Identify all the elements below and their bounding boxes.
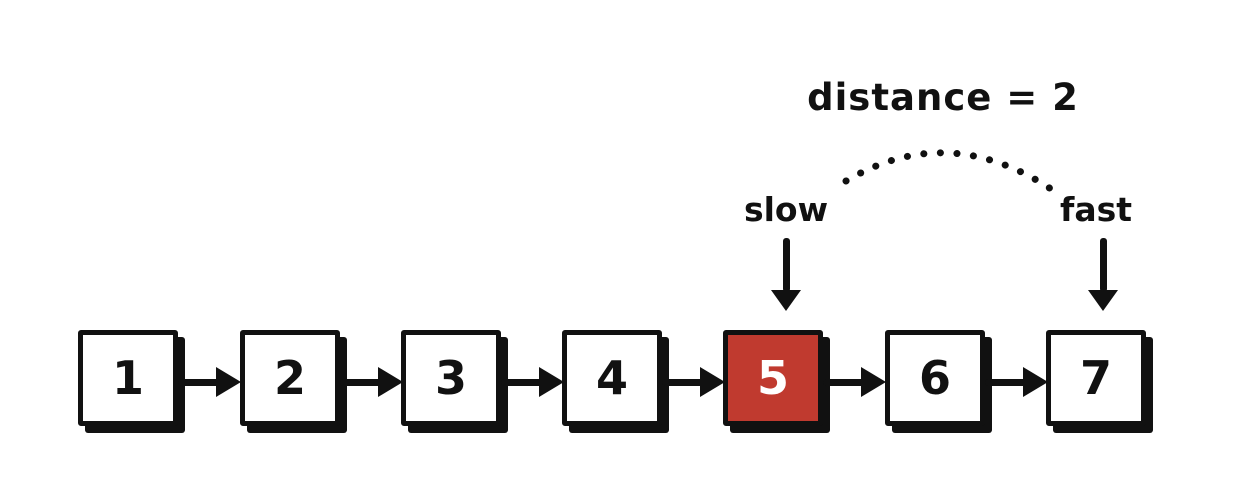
arrow-head-icon <box>539 367 564 397</box>
node-value: 2 <box>273 351 306 405</box>
arrow-head-icon <box>1023 367 1048 397</box>
arrow-head-icon <box>700 367 725 397</box>
arrow-head-icon <box>378 367 403 397</box>
node-value: 5 <box>756 351 789 405</box>
node-value: 4 <box>595 351 628 405</box>
list-node-3: 3 <box>401 330 501 426</box>
arrow-head-icon <box>216 367 241 397</box>
arrow-shaft <box>340 379 384 386</box>
arrow-shaft <box>823 379 867 386</box>
list-node-4: 4 <box>562 330 662 426</box>
list-node-6: 6 <box>885 330 985 426</box>
arrow-shaft <box>782 238 790 292</box>
distance-arc <box>842 149 1058 195</box>
slow-pointer-arrow-icon <box>770 238 802 314</box>
next-arrow-2-3 <box>340 366 404 398</box>
arrow-shaft <box>501 379 545 386</box>
next-arrow-3-4 <box>501 366 565 398</box>
node-value: 1 <box>111 351 144 405</box>
arrow-shaft <box>662 379 706 386</box>
next-arrow-6-7 <box>985 366 1049 398</box>
fast-pointer-arrow-icon <box>1087 238 1119 314</box>
list-node-1: 1 <box>78 330 178 426</box>
next-arrow-1-2 <box>178 366 242 398</box>
node-value: 3 <box>434 351 467 405</box>
fast-pointer-label: fast <box>1059 190 1133 229</box>
arrow-shaft <box>985 379 1029 386</box>
distance-label: distance = 2 <box>807 76 1079 119</box>
arrow-head-icon <box>771 290 801 311</box>
list-node-5-highlighted: 5 <box>723 330 823 426</box>
next-arrow-5-6 <box>823 366 887 398</box>
arrow-shaft <box>178 379 222 386</box>
list-node-7: 7 <box>1046 330 1146 426</box>
arrow-head-icon <box>861 367 886 397</box>
slow-pointer-label: slow <box>743 190 829 229</box>
node-value: 7 <box>1079 351 1112 405</box>
dotted-arc-path <box>842 149 1058 195</box>
arrow-head-icon <box>1088 290 1118 311</box>
node-value: 6 <box>918 351 951 405</box>
list-node-2: 2 <box>240 330 340 426</box>
arrow-shaft <box>1099 238 1107 292</box>
next-arrow-4-5 <box>662 366 726 398</box>
